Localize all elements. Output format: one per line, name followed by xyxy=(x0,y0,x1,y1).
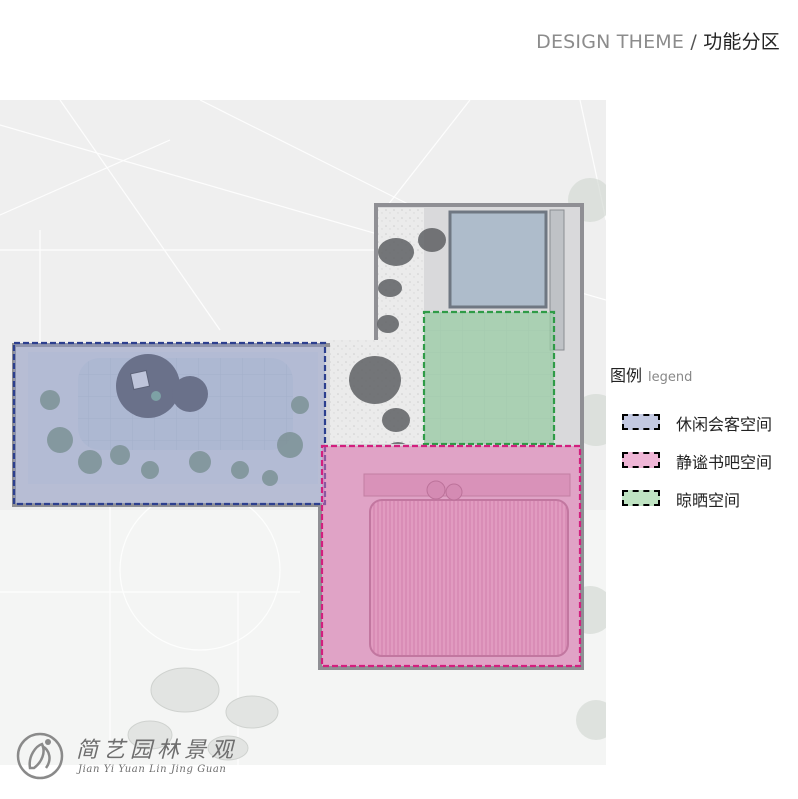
logo-pinyin: Jian Yi Yuan Lin Jing Guan xyxy=(78,764,227,775)
legend-swatch-drying xyxy=(622,490,660,506)
legend-label-leisure: 休闲会客空间 xyxy=(676,415,773,434)
title-separator: / xyxy=(684,31,704,53)
zone-reading xyxy=(320,444,582,668)
legend-label-drying: 晾晒空间 xyxy=(676,491,741,510)
legend-label-reading: 静谧书吧空间 xyxy=(676,453,773,472)
legend-swatch-leisure xyxy=(622,414,660,430)
title-english: DESIGN THEME xyxy=(536,31,685,53)
legend-title-cn: 图例 xyxy=(610,366,643,385)
legend-title: 图例 legend xyxy=(610,362,692,386)
drying-floor xyxy=(424,312,554,444)
site-linework xyxy=(0,100,606,765)
lounge-planting xyxy=(40,390,309,486)
logo-emblem-icon xyxy=(16,732,64,780)
page-header: DESIGN THEME / 功能分区 xyxy=(536,27,780,54)
legend-title-en: legend xyxy=(648,370,693,385)
ground-stones xyxy=(127,667,279,761)
pool xyxy=(448,210,548,309)
legend-swatch-reading xyxy=(622,452,660,468)
zone-leisure xyxy=(12,341,327,506)
legend: 图例 legend 休闲会客空间 静谧书吧空间 晾晒空间 xyxy=(610,362,772,510)
lounge-furniture xyxy=(116,354,208,418)
site-plan xyxy=(0,100,606,765)
company-logo: 简艺园林景观 Jian Yi Yuan Lin Jing Guan xyxy=(12,728,292,788)
title-chinese: 功能分区 xyxy=(703,31,780,53)
logo-name: 简艺园林景观 xyxy=(76,738,239,763)
zone-drying xyxy=(422,310,556,446)
